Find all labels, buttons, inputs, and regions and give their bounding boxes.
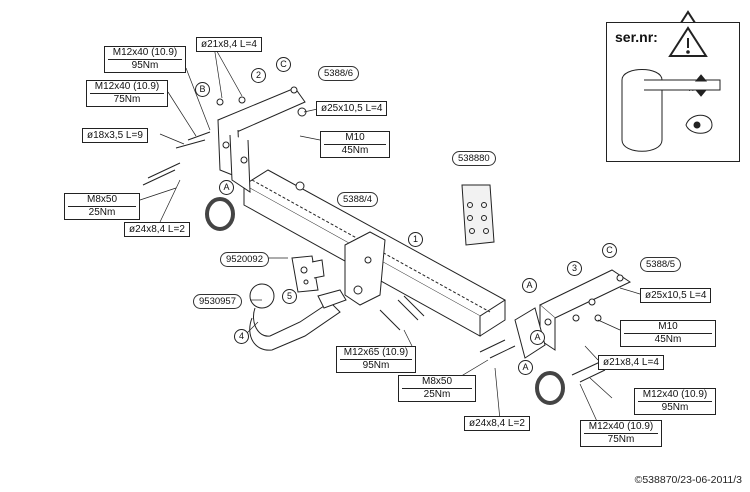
- callout-a-right-bottom: A: [518, 360, 533, 375]
- spec-torque: 95Nm: [340, 359, 412, 372]
- right-bracket: [514, 269, 632, 359]
- serial-number-title: ser.nr:: [615, 29, 658, 45]
- spec-label-m10-right: M10 45Nm: [620, 320, 716, 347]
- spec-label-o24-left: ø24x8,4 L=2: [124, 222, 190, 237]
- center-bracket: [344, 231, 386, 306]
- callout-3: 3: [567, 261, 582, 276]
- spec-torque: 95Nm: [638, 401, 712, 414]
- spec-label-m8x50-left: M8x50 25Nm: [64, 193, 140, 220]
- spec-size: M10: [345, 132, 365, 143]
- callout-4: 4: [234, 329, 249, 344]
- callout-a-right-mid: A: [530, 330, 545, 345]
- spec-label-o24-bottom: ø24x8,4 L=2: [464, 416, 530, 431]
- spec-torque: 95Nm: [108, 59, 182, 72]
- copyright-text: ©538870/23-06-2011/3: [634, 474, 742, 486]
- spec-label-o18: ø18x3,5 L=9: [82, 128, 148, 143]
- spec-label-m12x40-top-b: M12x40 (10.9) 75Nm: [86, 80, 168, 107]
- spec-label-m12x65: M12x65 (10.9) 95Nm: [336, 346, 416, 373]
- spec-size: M12x40 (10.9): [94, 81, 160, 92]
- spec-torque: 75Nm: [90, 93, 164, 106]
- serial-number-code: *******M* P: [655, 84, 708, 93]
- spec-size: M12x40 (10.9): [112, 47, 178, 58]
- spec-size: M12x65 (10.9): [343, 347, 409, 358]
- spec-label-o25-right: ø25x10,5 L=4: [640, 288, 712, 303]
- serial-number-panel: ser.nr: *******M* P: [606, 22, 740, 162]
- plate-538880: [461, 184, 495, 246]
- callout-2: 2: [251, 68, 266, 83]
- bolts: [142, 86, 624, 383]
- callout-a-left: A: [219, 180, 234, 195]
- spec-torque: 45Nm: [324, 144, 386, 157]
- spec-label-m12x40-top-a: M12x40 (10.9) 95Nm: [104, 46, 186, 73]
- callout-1: 1: [408, 232, 423, 247]
- spec-size: M8x50: [421, 376, 452, 387]
- part-number-5388-5: 5388/5: [640, 257, 682, 272]
- spec-label-o25-top: ø25x10,5 L=4: [316, 101, 388, 116]
- spec-label-m12x40-right-b: M12x40 (10.9) 75Nm: [580, 420, 662, 447]
- rubber-rings: [205, 197, 565, 405]
- callout-a-right-top: A: [522, 278, 537, 293]
- callout-c-top: C: [276, 57, 291, 72]
- socket-plate: [291, 255, 325, 293]
- spec-label-m12x40-right-a: M12x40 (10.9) 95Nm: [634, 388, 716, 415]
- spec-label-m8x50-bottom: M8x50 25Nm: [398, 375, 476, 402]
- spec-torque: 45Nm: [624, 333, 712, 346]
- tow-ball: [249, 283, 347, 351]
- left-bracket: [217, 87, 306, 193]
- part-number-9530957: 9530957: [193, 294, 242, 309]
- spec-torque: 25Nm: [402, 388, 472, 401]
- spec-size: M12x40 (10.9): [642, 389, 708, 400]
- part-number-538880: 538880: [452, 151, 496, 166]
- spec-torque: 75Nm: [584, 433, 658, 446]
- spec-label-o21-right: ø21x8,4 L=4: [598, 355, 664, 370]
- spec-torque: 25Nm: [68, 206, 136, 219]
- part-number-9520092: 9520092: [220, 252, 269, 267]
- callout-5: 5: [282, 289, 297, 304]
- spec-size: M10: [658, 321, 678, 332]
- part-number-5388-4: 5388/4: [337, 192, 379, 207]
- spec-size: M12x40 (10.9): [588, 421, 654, 432]
- callout-c-right: C: [602, 243, 617, 258]
- spec-label-m10-top: M10 45Nm: [320, 131, 390, 158]
- spec-label-o21-top: ø21x8,4 L=4: [196, 37, 262, 52]
- callout-b: B: [195, 82, 210, 97]
- spec-size: M8x50: [86, 194, 117, 205]
- part-number-5388-6: 5388/6: [318, 66, 360, 81]
